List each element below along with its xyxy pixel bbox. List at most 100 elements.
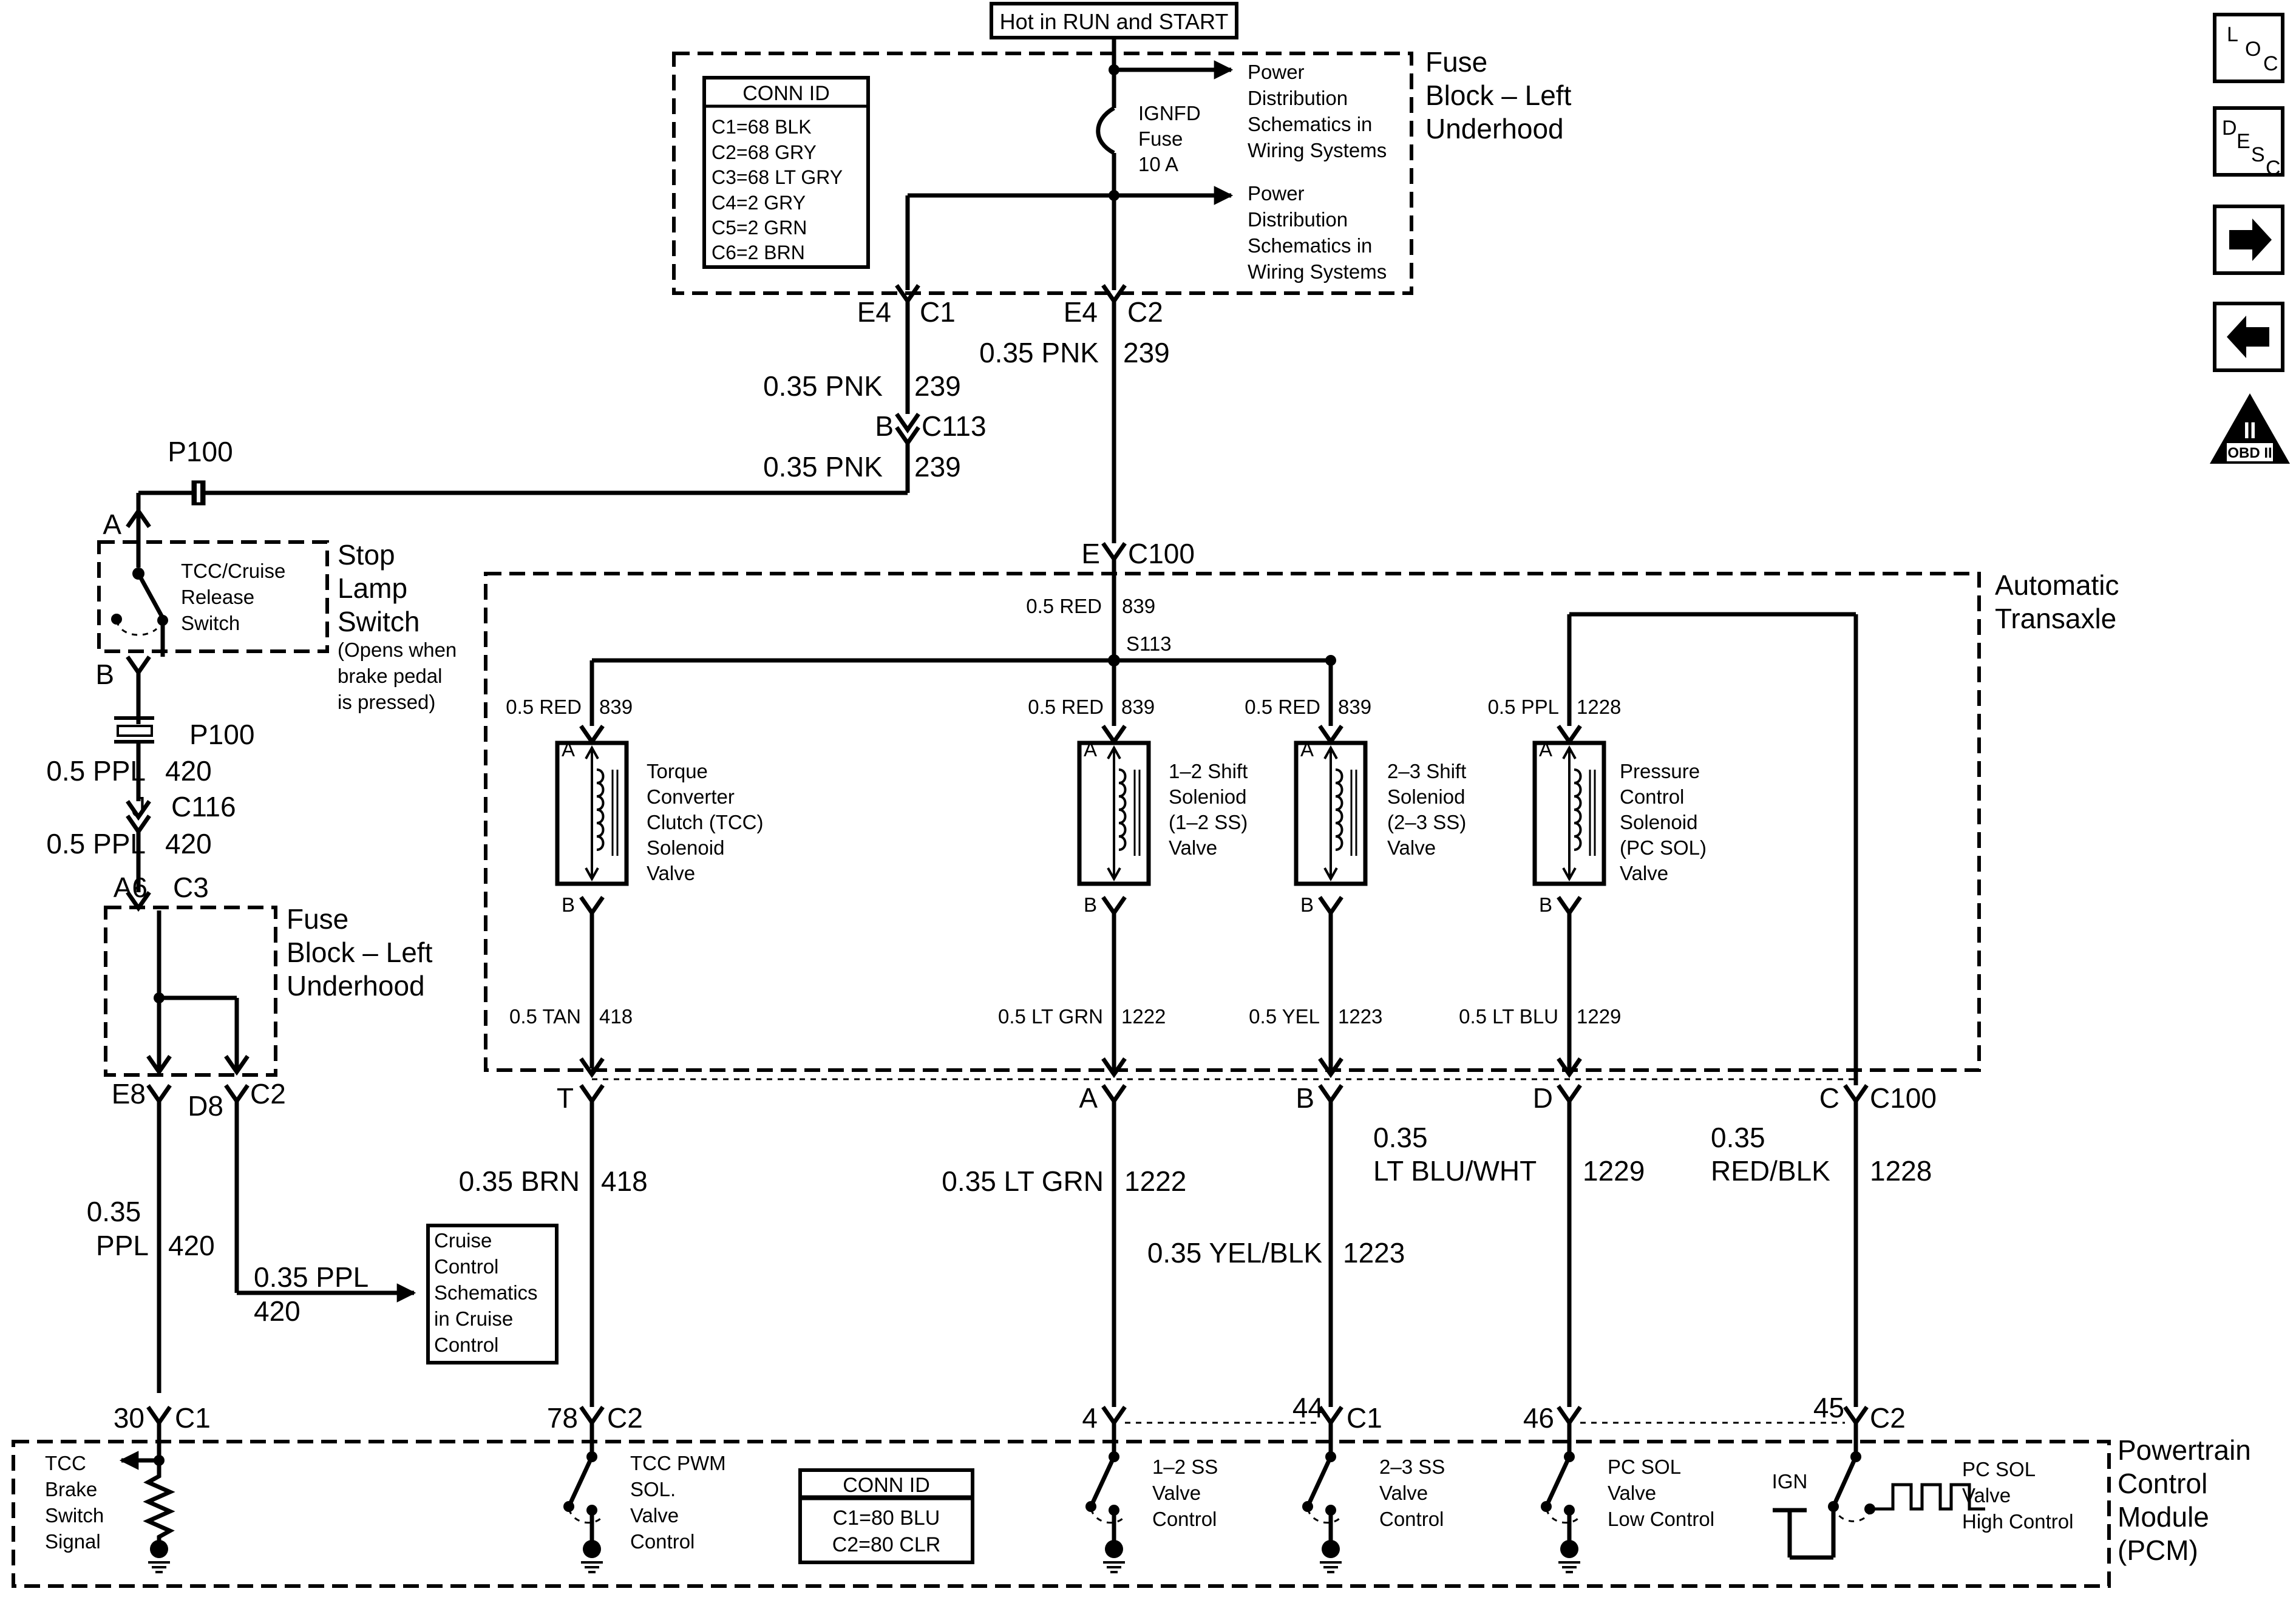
wire-239-label-1: 239 bbox=[914, 370, 961, 402]
pcm-low-side-driver-4 bbox=[1541, 1423, 1580, 1573]
obd-ii-icon[interactable]: II OBD II bbox=[2210, 393, 2290, 464]
c113-pin-b: B bbox=[875, 410, 894, 442]
svg-text:E: E bbox=[2237, 130, 2250, 153]
tcc-brake-label: TCC Brake Switch Signal bbox=[45, 1452, 109, 1553]
conn-id-pcm: CONN ID C1=80 BLU C2=80 CLR bbox=[798, 1468, 974, 1564]
solenoid-top-wire-num: 1228 bbox=[1577, 696, 1621, 718]
c100-bottom-pin: B bbox=[1296, 1082, 1314, 1114]
fuse-block-top-title: Fuse Block – Left Underhood bbox=[1425, 46, 1579, 144]
cruise-control-label: Cruise Control Schematics in Cruise Cont… bbox=[434, 1229, 543, 1356]
p100-label-top: P100 bbox=[168, 436, 233, 467]
wire-239-label-3: 239 bbox=[1123, 337, 1170, 368]
solenoid-bottom-wire-num: 1222 bbox=[1121, 1005, 1166, 1028]
svg-text:O: O bbox=[2245, 38, 2261, 61]
solenoid-pin-b: B bbox=[1300, 893, 1314, 916]
pcm-low-side-driver-1 bbox=[563, 1423, 603, 1573]
pcm-pin-30: 30 bbox=[114, 1402, 144, 1434]
left-ppl-label-1: 0.5 PPL bbox=[46, 755, 146, 787]
conn-id-pcm-title: CONN ID bbox=[843, 1474, 930, 1497]
svg-text:OBD II: OBD II bbox=[2227, 445, 2272, 461]
stop-switch-title: Stop Lamp Switch bbox=[338, 539, 419, 637]
conn-id-pcm-row-1: C1=80 BLU bbox=[833, 1507, 940, 1530]
c100-label-bottom: C100 bbox=[1870, 1082, 1937, 1114]
stop-switch-name: TCC/Cruise Release Switch bbox=[181, 560, 291, 634]
solenoid-bottom-wire-label: 0.5 LT BLU bbox=[1459, 1005, 1558, 1028]
automatic-transaxle-box bbox=[484, 572, 1981, 1072]
loc-button[interactable]: L O C bbox=[2213, 13, 2284, 83]
desc-button[interactable]: D E S C bbox=[2213, 106, 2284, 180]
left-arrow-icon[interactable] bbox=[2213, 302, 2284, 372]
lower-wire-label-ltgrn: 0.35 LT GRN bbox=[942, 1165, 1104, 1197]
c1-label-top: C1 bbox=[920, 296, 956, 328]
solenoid-bottom-wire-label: 0.5 LT GRN bbox=[998, 1005, 1103, 1028]
feed-wire-label: 0.5 RED bbox=[1026, 595, 1102, 617]
wire-pnk-label-3: 0.35 PNK bbox=[979, 337, 1099, 368]
svg-text:C: C bbox=[2263, 52, 2278, 75]
lower-wire-size-ltbluwht: 0.35 bbox=[1373, 1122, 1428, 1153]
right-arrow-icon[interactable] bbox=[2213, 205, 2284, 275]
lower-wire-label-yelblk: 0.35 YEL/BLK bbox=[1147, 1237, 1322, 1269]
ignfd-fuse-circuit bbox=[905, 38, 1234, 290]
fuse-block-left-bus bbox=[146, 910, 250, 1105]
pcm-low-side-driver-3 bbox=[1302, 1423, 1342, 1573]
pcm-title: Powertrain Control Module (PCM) bbox=[2118, 1434, 2259, 1566]
c116-pin-j: J bbox=[132, 791, 146, 822]
svg-text:L: L bbox=[2227, 23, 2238, 46]
solenoid-top-wire-label: 0.5 RED bbox=[1028, 696, 1104, 718]
pcm-c1-label-2: C1 bbox=[1347, 1402, 1382, 1434]
stop-switch-pin-b-connector bbox=[126, 656, 151, 677]
stop-switch-note: (Opens when brake pedal is pressed) bbox=[338, 639, 462, 713]
c2-left-label: C2 bbox=[250, 1078, 286, 1110]
splice-s113-label: S113 bbox=[1126, 632, 1172, 655]
pcm-driver-group bbox=[563, 1423, 1580, 1573]
c100-pin-e: E bbox=[1081, 538, 1100, 569]
connector-c100-top bbox=[1101, 542, 1127, 563]
solenoid-bottom-wire-num: 1229 bbox=[1577, 1005, 1621, 1028]
d8-label: D8 bbox=[188, 1090, 223, 1122]
solenoid-bottom-wire-num: 1223 bbox=[1338, 1005, 1382, 1028]
lower-wires-group bbox=[589, 1101, 1858, 1407]
stop-switch-pin-a: A bbox=[103, 509, 121, 540]
solenoid-top-wire-num: 839 bbox=[1121, 696, 1155, 718]
power-dist-label-2: Power Distribution Schematics in Wiring … bbox=[1248, 182, 1387, 283]
lower-wire-label-redblk: RED/BLK bbox=[1711, 1155, 1830, 1187]
pcm-pin-4: 4 bbox=[1082, 1402, 1098, 1434]
solenoid-top-wire-label: 0.5 PPL bbox=[1488, 696, 1559, 718]
left-420-label-1: 420 bbox=[165, 755, 212, 787]
fuse-block-left-title: Fuse Block – Left Underhood bbox=[287, 903, 440, 1002]
feed-wire-num: 839 bbox=[1122, 595, 1155, 617]
fuse-block-left bbox=[104, 906, 277, 1077]
c116-label: C116 bbox=[171, 791, 236, 822]
pcm-c2-label-2: C2 bbox=[1870, 1402, 1906, 1434]
solenoid-pin-a: A bbox=[1300, 738, 1314, 761]
pcm-pin-78: 78 bbox=[547, 1402, 578, 1434]
lower-wire-size-redblk: 0.35 bbox=[1711, 1122, 1765, 1153]
solenoid-pin-b: B bbox=[562, 893, 575, 916]
solenoid-top-wire-num: 839 bbox=[599, 696, 633, 718]
c113-label: C113 bbox=[922, 410, 987, 442]
pcm-low-side-driver-2 bbox=[1085, 1423, 1125, 1573]
conn-id-top-rows: C1=68 BLK C2=68 GRY C3=68 LT GRY C4=2 GR… bbox=[712, 116, 847, 263]
solenoid-top-wire-num: 839 bbox=[1338, 696, 1371, 718]
wire-pnk-label-2: 0.35 PNK bbox=[763, 451, 883, 483]
tcc-pwm-label: TCC PWM SOL. Valve Control bbox=[630, 1452, 732, 1553]
transaxle-title: Automatic Transaxle bbox=[1995, 569, 2127, 634]
p100-connector-top bbox=[138, 480, 206, 506]
wire-pnk-label-1: 0.35 PNK bbox=[763, 370, 883, 402]
conn-id-top-title: CONN ID bbox=[742, 82, 830, 105]
c100-bottom-pin: D bbox=[1533, 1082, 1553, 1114]
c3-label: C3 bbox=[173, 872, 209, 903]
lower-wire-label-ltbluwht: LT BLU/WHT bbox=[1373, 1155, 1537, 1187]
conn-id-pcm-row-2: C2=80 CLR bbox=[832, 1533, 941, 1556]
stop-switch-pin-a-connector bbox=[126, 507, 151, 528]
c100-bottom-pin: A bbox=[1079, 1082, 1098, 1114]
lower-wire-num-1223: 1223 bbox=[1343, 1237, 1405, 1269]
pcm-c2-label-1: C2 bbox=[607, 1402, 643, 1434]
solenoid-pin-b: B bbox=[1084, 893, 1097, 916]
